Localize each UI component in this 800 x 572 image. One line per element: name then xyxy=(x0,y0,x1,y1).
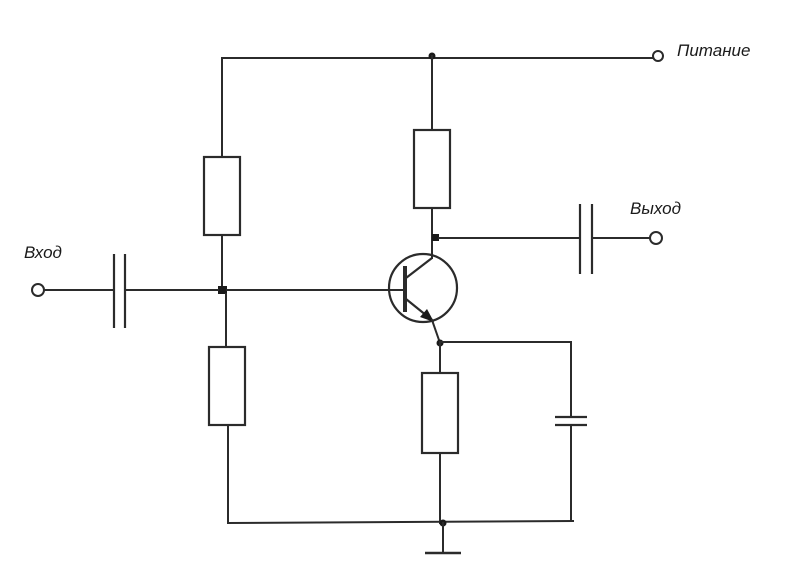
input-capacitor xyxy=(112,254,127,328)
emitter-resistor xyxy=(420,371,460,455)
power-rail xyxy=(221,57,653,158)
power-label: Питание xyxy=(677,41,750,60)
power-terminal[interactable] xyxy=(652,50,664,62)
bias-resistor-lower xyxy=(207,345,247,427)
base-junction-dot xyxy=(218,286,227,294)
collector-junction-dot xyxy=(432,234,439,241)
output-label: Выход xyxy=(630,199,681,218)
bypass-capacitor xyxy=(555,415,587,427)
bias-resistor-upper xyxy=(202,155,242,237)
input-terminal[interactable] xyxy=(31,283,45,297)
npn-transistor xyxy=(387,252,459,324)
ground-rail xyxy=(226,519,575,525)
emitter-wire xyxy=(430,318,442,345)
input-label: Вход xyxy=(24,243,62,262)
output-terminal[interactable] xyxy=(649,231,663,245)
output-capacitor xyxy=(578,204,594,274)
collector-resistor xyxy=(412,128,452,210)
